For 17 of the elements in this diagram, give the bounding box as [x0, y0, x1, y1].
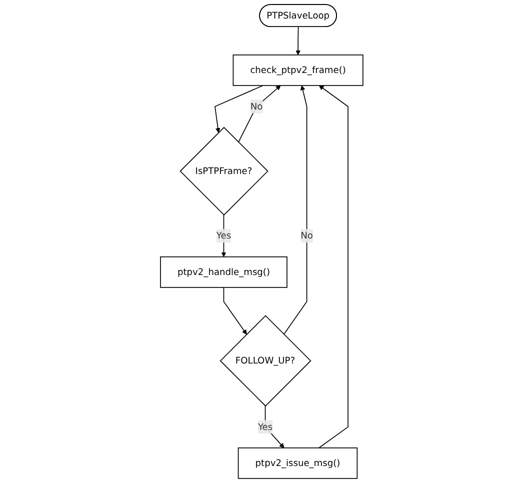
- arrow: [265, 406, 285, 448]
- edge-label: No: [250, 100, 263, 112]
- arrow: [214, 85, 264, 133]
- arrow: [296, 26, 301, 56]
- node-box: ptpv2_issue_msg(): [238, 447, 358, 479]
- arrow: [224, 287, 248, 335]
- arrow: [284, 85, 308, 335]
- node-diamond: FOLLOW_UP?: [220, 315, 312, 407]
- edge-label: Yes: [258, 421, 273, 432]
- node-box: ptpv2_handle_msg(): [160, 256, 288, 288]
- arrow: [318, 85, 349, 448]
- arrow: [222, 214, 227, 258]
- node-diamond: IsPTPFrame?: [180, 126, 269, 216]
- node-box: check_ptpv2_frame(): [233, 54, 364, 86]
- arrow: [238, 85, 282, 143]
- edge-label: No: [300, 230, 314, 241]
- edge-label: Yes: [216, 230, 232, 241]
